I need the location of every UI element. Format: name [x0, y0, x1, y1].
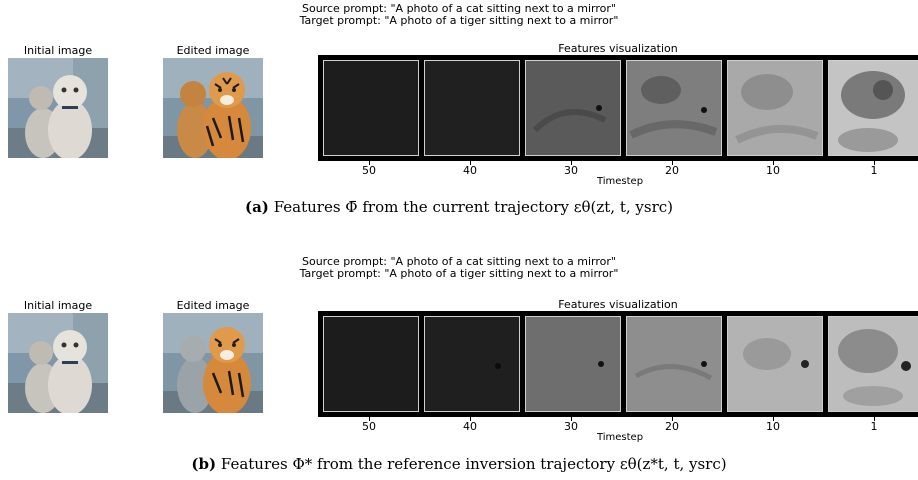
features-title: Features visualization [558, 42, 678, 55]
caption-tag: (b) [191, 455, 217, 473]
tick-mark [672, 161, 673, 165]
source-prompt: Source prompt: "A photo of a cat sitting… [302, 2, 616, 15]
feature-tile-t40 [424, 60, 520, 156]
feature-tile-t10 [727, 60, 823, 156]
tick-mark [672, 417, 673, 421]
features-strip [318, 55, 918, 161]
tick-mark [571, 161, 572, 165]
tick-mark [369, 161, 370, 165]
caption-a: (a) Features Φ̄ from the current traject… [0, 198, 918, 216]
tick-mark [773, 417, 774, 421]
feature-tile-t40 [424, 316, 520, 412]
tick-label: 50 [362, 164, 376, 177]
feature-tile-t1 [828, 316, 918, 412]
tick-mark [874, 417, 875, 421]
tick-mark [874, 161, 875, 165]
initial-image [8, 58, 108, 158]
edited-image-label: Edited image [176, 44, 250, 57]
target-prompt: Target prompt: "A photo of a tiger sitti… [299, 14, 619, 27]
source-prompt: Source prompt: "A photo of a cat sitting… [302, 255, 616, 268]
edited-image-label: Edited image [176, 299, 250, 312]
tick-label: 10 [766, 164, 780, 177]
feature-tile-t1 [828, 60, 918, 156]
feature-tile-t30 [525, 60, 621, 156]
caption-text: Features Φ* from the reference inversion… [220, 455, 727, 473]
edited-image [163, 58, 263, 158]
axis-label: Timestep [596, 432, 644, 443]
tick-label: 50 [362, 420, 376, 433]
initial-image-label: Initial image [23, 299, 93, 312]
feature-tile-t20 [626, 60, 722, 156]
features-strip [318, 311, 918, 417]
caption-tag: (a) [244, 198, 269, 216]
tick-label: 20 [665, 164, 679, 177]
tick-label: 1 [870, 420, 878, 433]
feature-tile-t20 [626, 316, 722, 412]
feature-tile-t50 [323, 60, 419, 156]
tick-label: 20 [665, 420, 679, 433]
features-title: Features visualization [558, 298, 678, 311]
tick-mark [369, 417, 370, 421]
tick-label: 10 [766, 420, 780, 433]
tick-label: 30 [564, 164, 578, 177]
feature-tile-t10 [727, 316, 823, 412]
feature-tile-t30 [525, 316, 621, 412]
tick-label: 40 [463, 420, 477, 433]
tick-mark [470, 161, 471, 165]
initial-image-label: Initial image [23, 44, 93, 57]
edited-image [163, 313, 263, 413]
caption-text: Features Φ̄ from the current trajectory … [273, 198, 673, 216]
tick-mark [773, 161, 774, 165]
initial-image [8, 313, 108, 413]
tick-label: 40 [463, 164, 477, 177]
tick-label: 1 [870, 164, 878, 177]
tick-mark [470, 417, 471, 421]
caption-b: (b) Features Φ* from the reference inver… [0, 455, 918, 473]
target-prompt: Target prompt: "A photo of a tiger sitti… [299, 267, 619, 280]
axis-label: Timestep [596, 176, 644, 187]
tick-mark [571, 417, 572, 421]
feature-tile-t50 [323, 316, 419, 412]
tick-label: 30 [564, 420, 578, 433]
